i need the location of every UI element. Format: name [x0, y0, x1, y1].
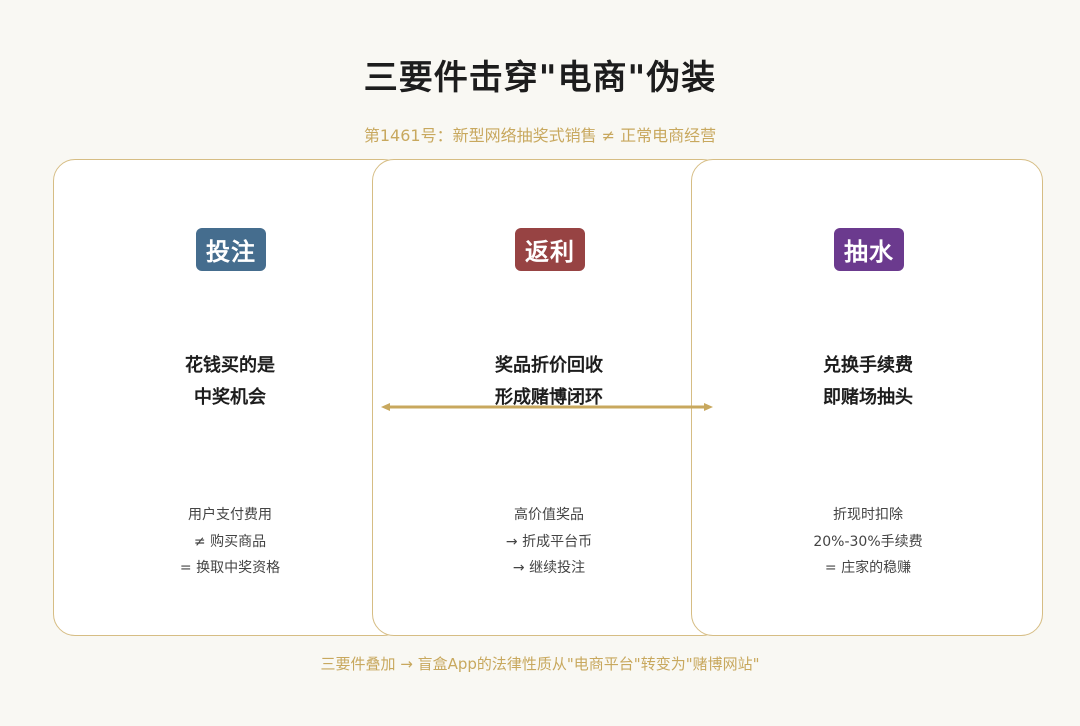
headline-line: 花钱买的是: [185, 355, 275, 376]
detail-line: = 庄家的稳赚: [824, 560, 912, 576]
detail-line: 折现时扣除: [833, 507, 903, 523]
badge-choushui: 抽水: [834, 228, 904, 271]
headline-line: 兑换手续费: [823, 355, 913, 376]
detail-line: 20%-30%手续费: [813, 533, 923, 550]
card-touzhu: 投注 花钱买的是 中奖机会 用户支付费用 ≠ 购买商品 = 换取中奖资格: [53, 159, 405, 636]
card-headline: 兑换手续费 即赌场抽头: [692, 350, 1044, 414]
detail-line: → 折成平台币: [505, 533, 593, 550]
card-detail: 高价值奖品 → 折成平台币 → 继续投注: [373, 502, 725, 582]
badge-fanli: 返利: [515, 228, 585, 271]
headline-line: 形成赌博闭环: [495, 387, 603, 408]
detail-line: → 继续投注: [512, 560, 586, 576]
card-choushui: 抽水 兑换手续费 即赌场抽头 折现时扣除 20%-30%手续费 = 庄家的稳赚: [691, 159, 1043, 636]
detail-line: = 换取中奖资格: [179, 560, 281, 576]
headline-line: 中奖机会: [194, 387, 266, 408]
card-detail: 用户支付费用 ≠ 购买商品 = 换取中奖资格: [54, 502, 406, 582]
page-subtitle: 第1461号：新型网络抽奖式销售 ≠ 正常电商经营: [363, 126, 717, 145]
headline-line: 即赌场抽头: [823, 387, 913, 408]
card-headline: 花钱买的是 中奖机会: [54, 350, 406, 414]
detail-line: 高价值奖品: [514, 507, 584, 523]
card-fanli: 返利 奖品折价回收 形成赌博闭环 高价值奖品 → 折成平台币 → 继续投注: [372, 159, 724, 636]
headline-line: 奖品折价回收: [495, 355, 603, 376]
badge-touzhu: 投注: [196, 228, 266, 271]
card-detail: 折现时扣除 20%-30%手续费 = 庄家的稳赚: [692, 502, 1044, 582]
page-title: 三要件击穿"电商"伪装: [363, 58, 717, 98]
detail-line: 用户支付费用: [188, 507, 272, 523]
footer-note: 三要件叠加 → 盲盒App的法律性质从"电商平台"转变为"赌博网站": [320, 655, 760, 673]
detail-line: ≠ 购买商品: [193, 533, 267, 550]
card-headline: 奖品折价回收 形成赌博闭环: [373, 350, 725, 414]
